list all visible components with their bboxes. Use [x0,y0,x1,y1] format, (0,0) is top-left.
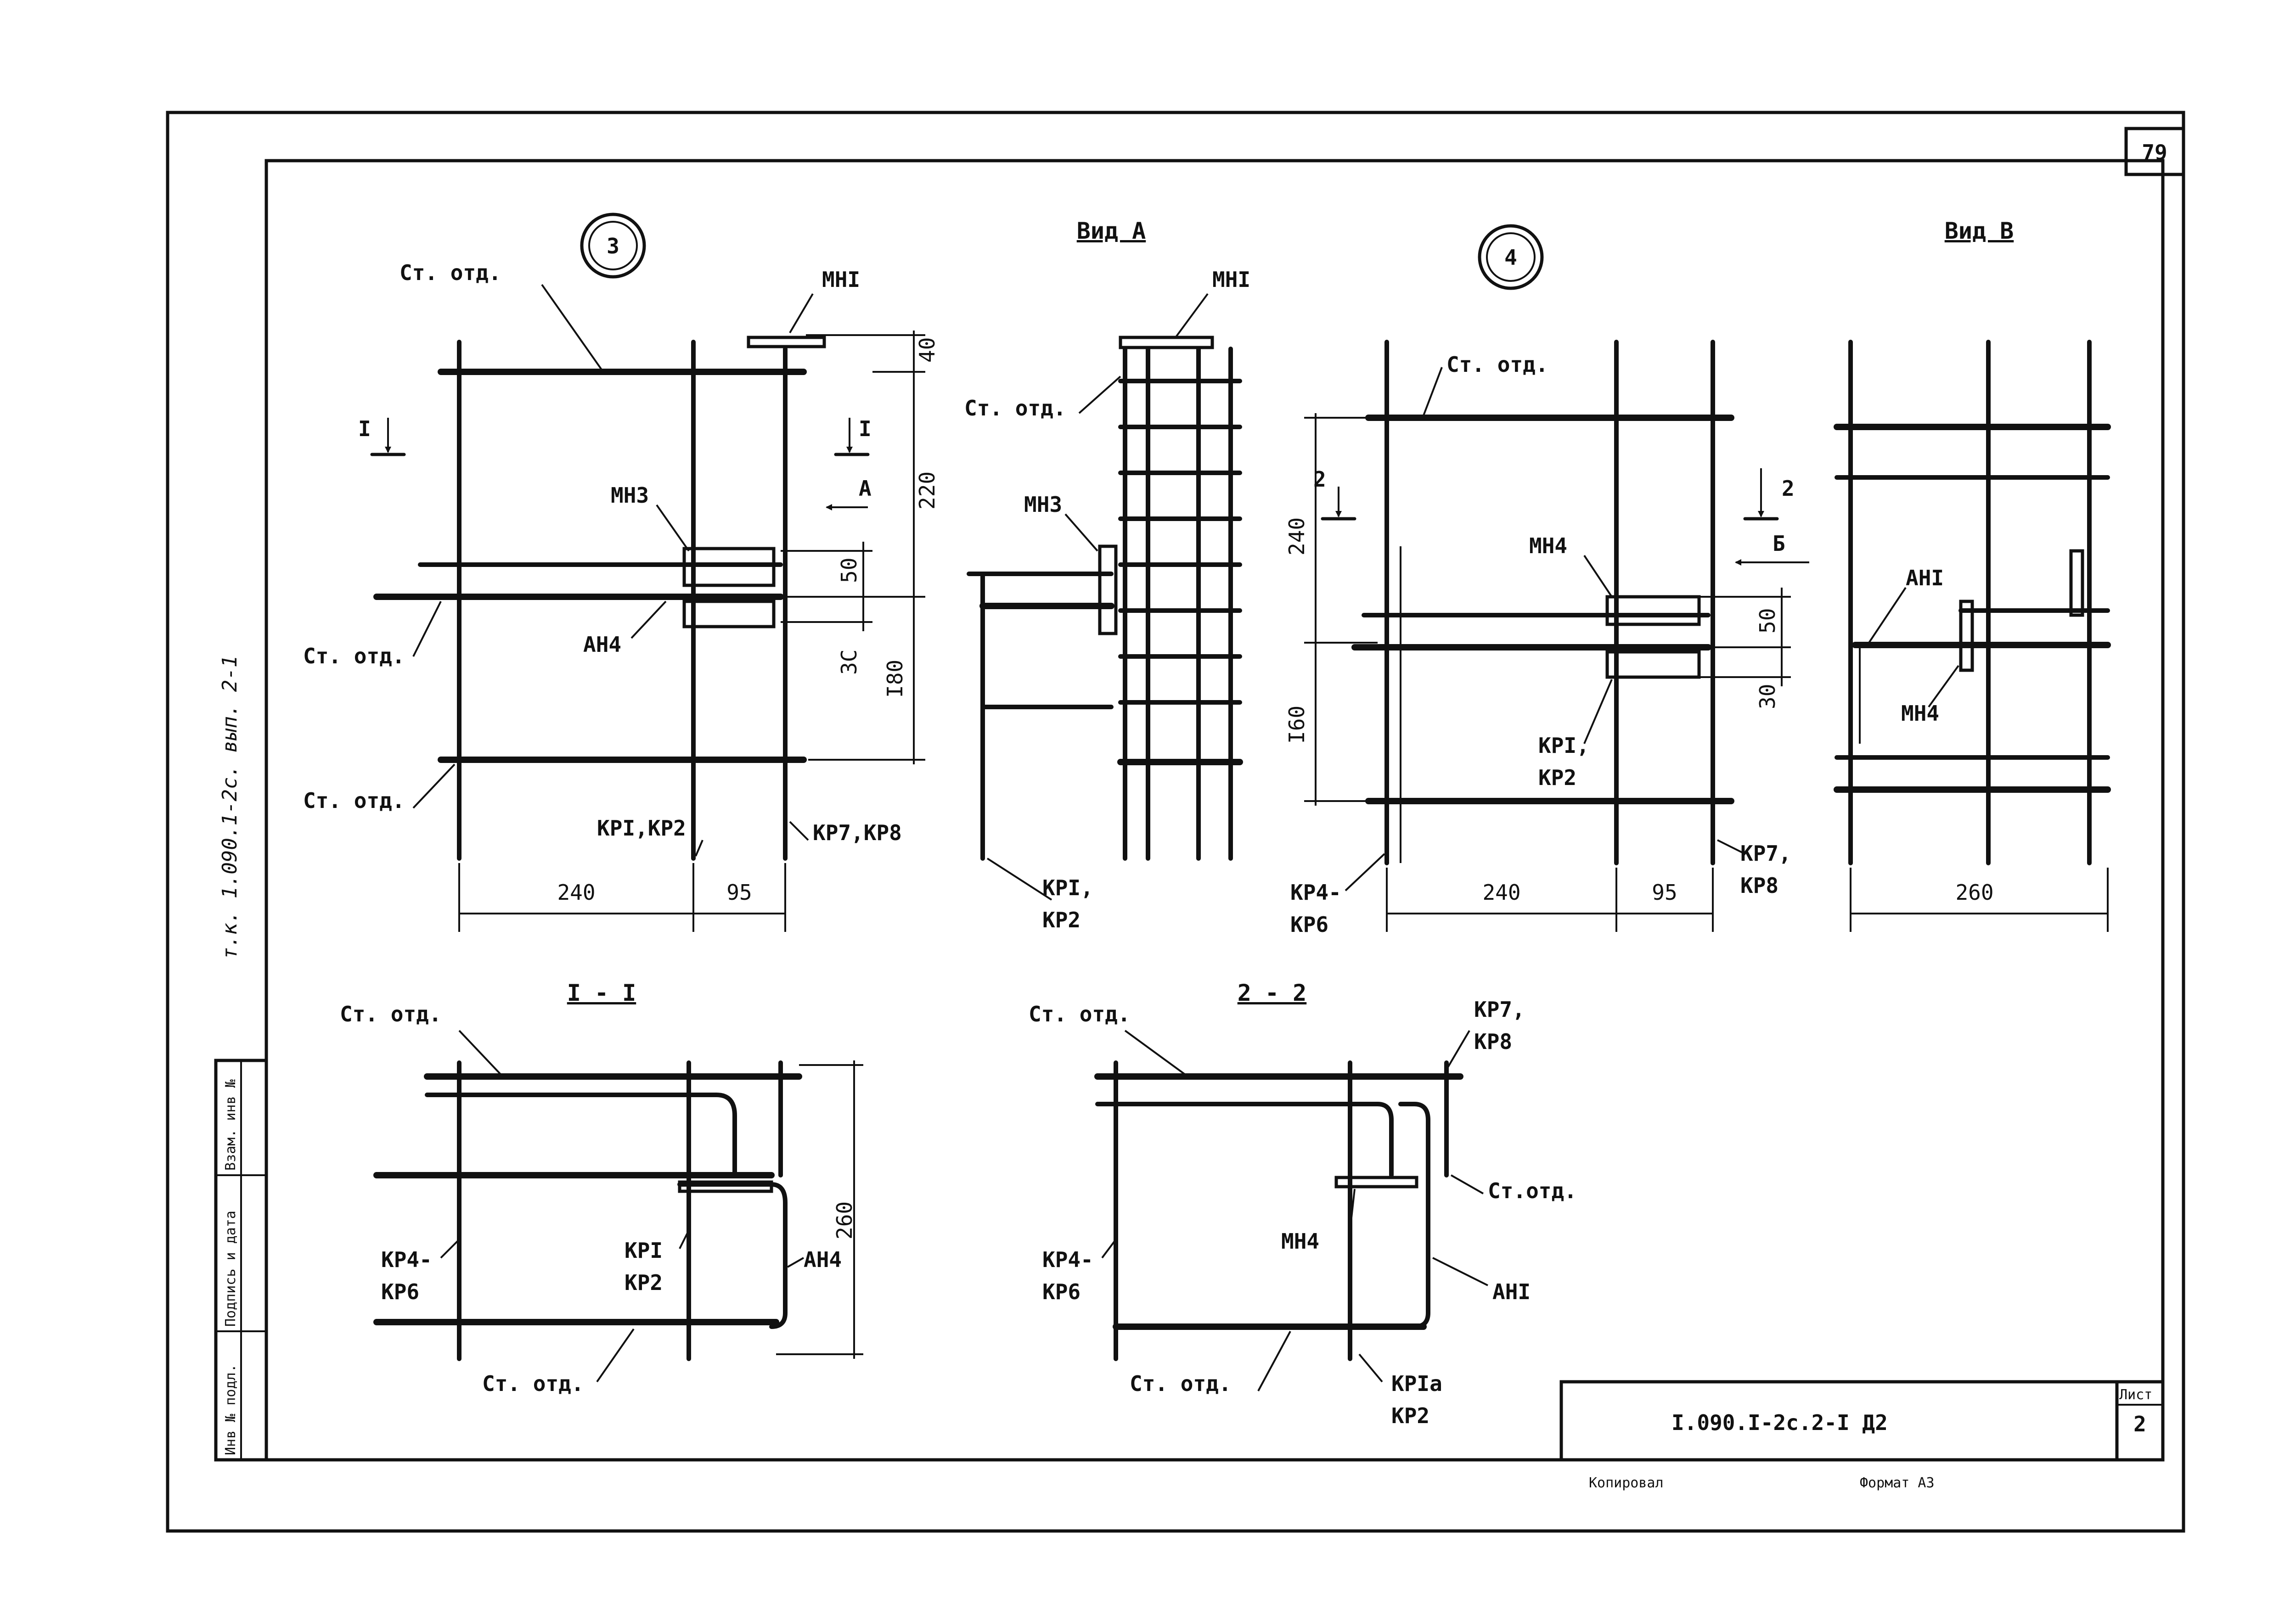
node4-st-otd-label: Ст. отд. [1446,352,1548,377]
node4-section-right: 2 [1782,476,1795,501]
node3-section-right: I [859,416,872,441]
node-4-drawing: 4 Ст. отд. МН4 [1284,224,1809,937]
view-b-an1-label: АНI [1906,566,1944,590]
node-4-circle [1478,224,1544,290]
view-a-kr2-label: КР2 [1042,908,1080,932]
section22-mn4-label: МН4 [1281,1229,1319,1254]
page-number: 79 [2142,140,2167,165]
node3-st-otd-top: Ст. отд. [400,260,501,285]
node4-section-left: 2 [1313,467,1326,492]
view-a-mn1-label: МНI [1212,267,1250,292]
stamp-text-2: Подпись и дата [223,1211,239,1327]
node3-kr12-label: КРI,КР2 [597,816,686,841]
section11-kr6-label: КР6 [381,1279,419,1304]
node3-dim-30: 3С [837,650,861,675]
node3-dim-240: 240 [557,880,595,905]
node3-dim-40: 40 [915,337,940,363]
section11-kr4-label: КР4- [381,1247,432,1272]
node3-dim-95: 95 [726,880,752,905]
node3-kr78-label: КР7,КР8 [813,820,902,845]
node3-dim-50: 50 [837,558,861,583]
section22-kr7-label: КР7, [1474,997,1525,1022]
node4-dim-95: 95 [1652,880,1677,905]
view-a-kr1-label: КРI, [1042,875,1093,900]
view-a-drawing: Вид А МНI Ст. отд. МН3 КРI, КР2 [964,218,1250,932]
node3-dim-180: I80 [883,660,907,698]
node-3-number: 3 [607,234,619,258]
section-1-1-drawing: I - I Ст. отд. Ст. отд. КР4- КР6 КРI КР2… [340,980,863,1396]
view-a-st-otd-label: Ст. отд. [964,396,1066,421]
view-b-dim-260: 260 [1955,880,1993,905]
page-number-box [2124,127,2185,176]
section22-kr8-label: КР8 [1474,1029,1512,1054]
section11-st-otd-bot: Ст. отд. [482,1371,584,1396]
node4-kr8-label: КР8 [1740,873,1778,898]
node-3-drawing: 3 [303,213,940,932]
section22-kr6-label: КР6 [1042,1279,1080,1304]
view-a-mn3-label: МН3 [1024,492,1062,517]
view-b-mn4-label: МН4 [1901,701,1939,726]
node-3-circle [580,213,646,279]
node3-st-otd-mid: Ст. отд. [303,644,405,668]
section22-st-otd-bot: Ст. отд. [1130,1371,1232,1396]
node4-mn4-label: МН4 [1529,533,1567,558]
section22-kr1-label: КРIа [1391,1371,1442,1396]
side-code: т.к. 1.090.1-2с. вып. 2-1 [218,656,242,959]
node-4-number: 4 [1504,245,1517,270]
node4-view-b-marker: Б [1773,531,1785,556]
stamp-text-1: Инв № подл. [223,1364,239,1455]
doc-code: I.090.I-2c.2-I Д2 [1671,1410,1888,1435]
list-number: 2 [2133,1412,2146,1436]
node4-kr7-label: КР7, [1740,841,1791,866]
section-2-2-title: 2 - 2 [1238,980,1307,1006]
node3-mn3-label: МН3 [611,483,649,508]
node4-dim-240: 240 [1482,880,1520,905]
section11-an4-label: АН4 [804,1247,842,1272]
section11-st-otd-top: Ст. отд. [340,1002,442,1026]
format-label: Формат А3 [1860,1475,1935,1491]
copied-label: Копировал [1589,1475,1664,1491]
node4-dim-50: 50 [1755,608,1780,634]
section22-an1-label: АНI [1492,1279,1531,1304]
node3-mn1-label: МНI [822,267,860,292]
node3-dim-220: 220 [915,471,940,510]
section22-st-otd-right: Ст.отд. [1488,1178,1577,1203]
node3-st-otd-bot: Ст. отд. [303,788,405,813]
view-b-title: Вид В [1945,218,2014,244]
stamp-text-3: Взам. инв № [223,1079,239,1171]
section-1-1-title: I - I [567,980,636,1006]
view-b-drawing: Вид В АНI МН4 260 [1834,218,2111,932]
title-block [1559,1380,2165,1462]
section22-st-otd-top: Ст. отд. [1029,1002,1131,1026]
section-2-2-drawing: 2 - 2 Ст. отд. КР7, КР8 Ст.отд. КР4- КР6… [1029,980,1577,1428]
node4-dim-30: 30 [1755,684,1780,709]
section22-kr2-label: КР2 [1391,1403,1429,1428]
node3-an4-label: АН4 [583,632,621,657]
node3-view-a-marker: А [859,476,872,501]
view-a-title: Вид А [1077,218,1146,244]
node4-dim-160: I60 [1284,706,1309,744]
node3-section-left: I [358,416,371,441]
sheet-frame: 79 Инв № подл. Подпись и дата Взам. инв … [166,111,2185,1533]
section11-kr2-label: КР2 [625,1270,663,1295]
node4-kr1-label: КРI, [1538,733,1589,758]
list-label: Лист [2119,1387,2152,1403]
section11-kr1-label: КРI [625,1238,663,1263]
section22-kr4-label: КР4- [1042,1247,1093,1272]
node4-kr6-label: КР6 [1290,912,1328,937]
node4-dim-240v: 240 [1284,517,1309,555]
node4-kr2-label: КР2 [1538,765,1576,790]
node4-kr4-label: КР4- [1290,880,1341,905]
section11-dim-260: 260 [832,1201,857,1239]
